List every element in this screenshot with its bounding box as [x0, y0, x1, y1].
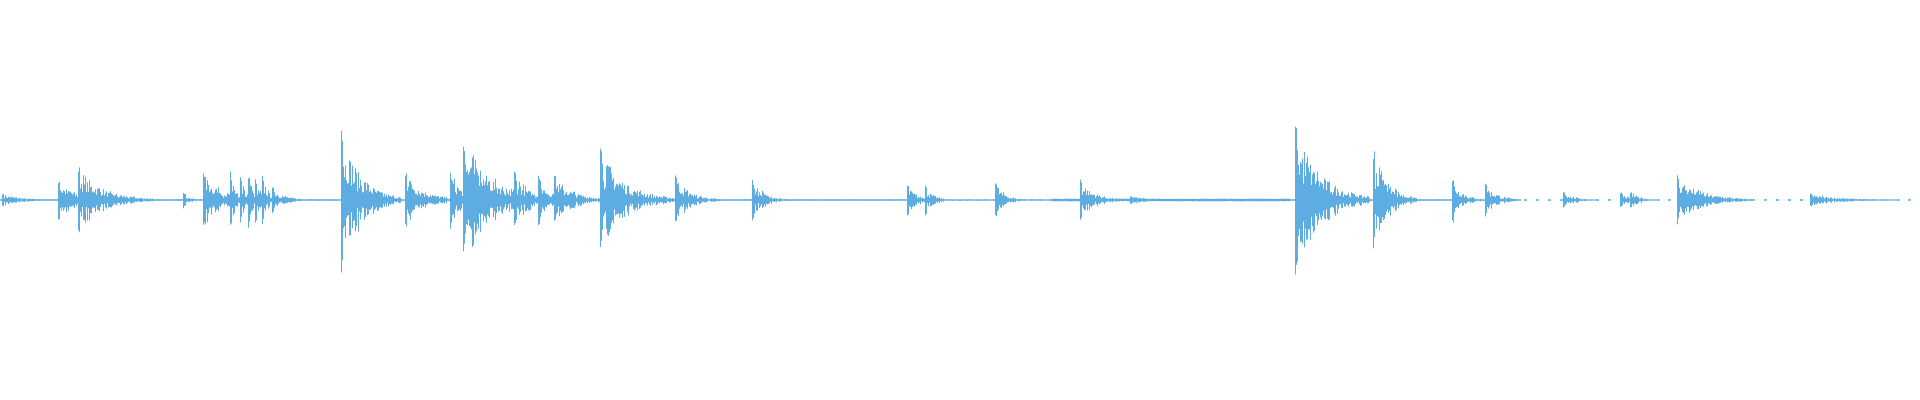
waveform-trace	[0, 126, 1911, 275]
